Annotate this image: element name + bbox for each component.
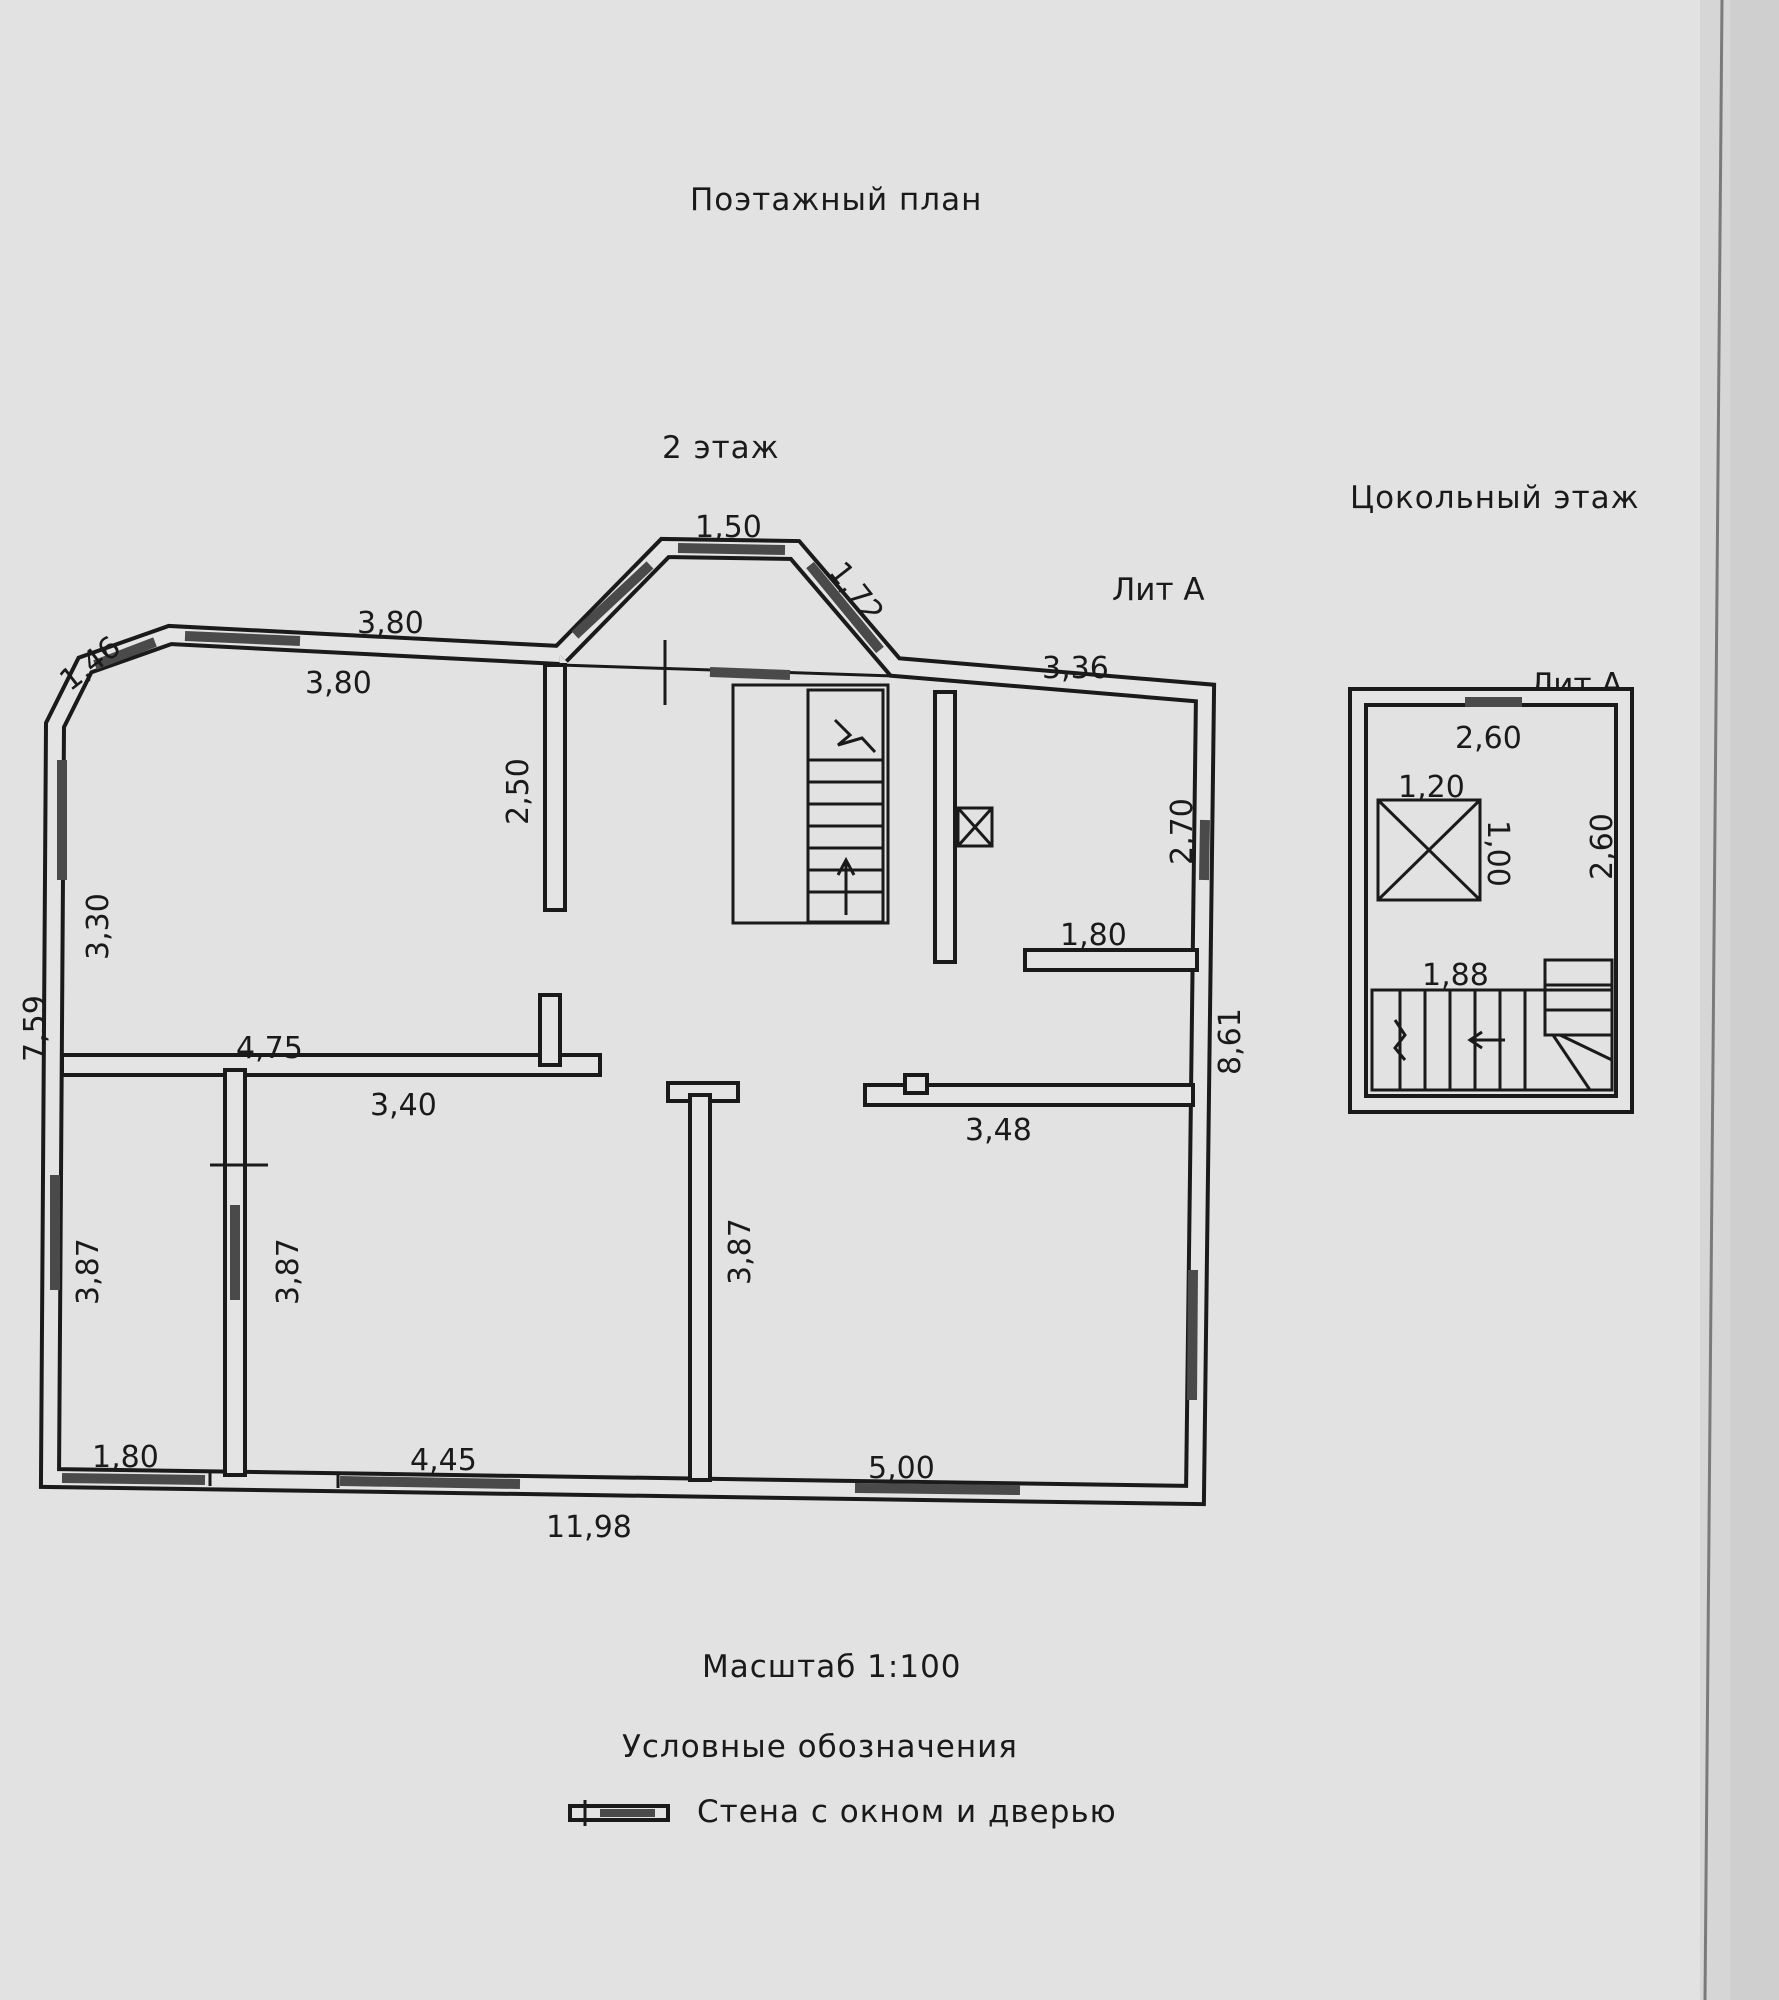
dim-label: 2,60 [1455, 721, 1522, 756]
window-top-mid [709, 667, 791, 680]
basement-staircase [1370, 958, 1614, 1092]
floor2-staircase [806, 688, 885, 924]
window-bay-right [806, 561, 884, 654]
dim-label: 1,20 [1398, 770, 1465, 805]
scale-label: Масштаб 1:100 [702, 1649, 962, 1685]
partition-3-48-stub [903, 1073, 929, 1095]
dim-label: 3,87 [723, 1218, 758, 1285]
stair-break-mark [833, 718, 877, 754]
dim-label: 5,00 [868, 1451, 935, 1486]
dim-label: 1,80 [1060, 918, 1127, 953]
floor2-label: 2 этаж [662, 430, 780, 466]
partition-4-75 [60, 1053, 602, 1077]
dim-label: 3,87 [71, 1238, 106, 1305]
page-title: Поэтажный план [690, 182, 982, 218]
window-right-upper [1199, 819, 1210, 881]
chimney-icon [956, 806, 994, 848]
window-bottom-left [61, 1473, 206, 1485]
stair-flight [806, 688, 885, 924]
window-bay-top [677, 543, 786, 555]
dim-label: 3,80 [305, 666, 372, 701]
legend-wall-symbol [568, 1800, 670, 1826]
window-corner [93, 637, 157, 670]
dim-label: 3,87 [271, 1238, 306, 1305]
partition-1-80 [1023, 948, 1199, 972]
basement-dimensions: 2,60 2,60 1,20 1,00 1,88 [1398, 721, 1620, 993]
partition-stub [538, 993, 562, 1067]
legend-heading: Условные обозначения [622, 1729, 1018, 1765]
dim-label: 1,88 [1422, 958, 1489, 993]
window-right-lower [1187, 1269, 1198, 1401]
dim-label: 3,40 [370, 1088, 437, 1123]
paper [0, 0, 1730, 2000]
dim-label: 1,50 [695, 510, 762, 545]
floor2-dimensions: 1,50 1,72 1,46 3,80 3,80 3,36 2,50 2,70 … [18, 510, 1248, 1545]
dim-label: 8,61 [1213, 1008, 1248, 1075]
window-bottom-right [854, 1483, 1021, 1495]
basement-plan [1348, 687, 1634, 1114]
floor2-lit-label: Лит А [1112, 572, 1205, 608]
partition-3-87-mid [688, 1093, 712, 1482]
window-bay-left [571, 561, 654, 639]
dim-label: 7,59 [18, 995, 53, 1062]
stair-arrow-head [836, 856, 856, 876]
dim-label: 3,30 [81, 893, 116, 960]
basement-label: Цокольный этаж [1350, 480, 1640, 516]
partition-chimney-wall [933, 690, 957, 964]
dim-label: 1,00 [1480, 820, 1515, 887]
window-bottom-mid [339, 1476, 521, 1489]
dim-label: 3,48 [965, 1113, 1032, 1148]
legend-item-label: Стена с окном и дверью [697, 1794, 1117, 1830]
basement-hatch-icon [1376, 798, 1482, 902]
dim-label: 1,80 [92, 1440, 159, 1475]
dim-label: 3,36 [1042, 651, 1109, 686]
dim-label: 2,50 [501, 758, 536, 825]
paper-edge-line [1703, 0, 1724, 2000]
dim-label: 11,98 [546, 1510, 632, 1545]
dim-label: 4,75 [236, 1031, 303, 1066]
dim-label: 4,45 [410, 1443, 477, 1478]
dim-label: 2,70 [1165, 798, 1200, 865]
partition-3-48 [863, 1083, 1195, 1107]
partition-2-50 [543, 663, 567, 912]
floor2-plan [38, 536, 1217, 1507]
dim-label: 2,60 [1585, 813, 1620, 880]
dim-label: 3,80 [357, 606, 424, 641]
window-top-left [184, 631, 301, 646]
